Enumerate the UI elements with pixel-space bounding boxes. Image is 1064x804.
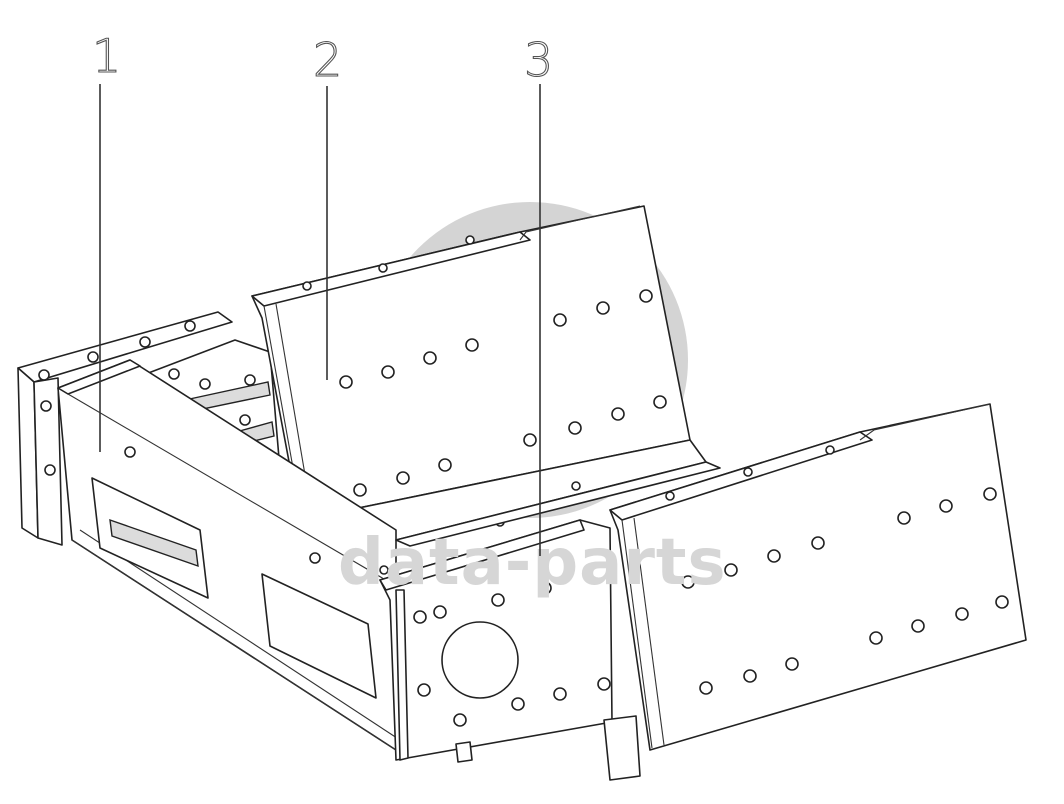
callout-label-3: 3 bbox=[524, 33, 553, 87]
callout-label-2: 2 bbox=[313, 33, 342, 87]
right-plate bbox=[603, 403, 1027, 781]
left-bracket bbox=[17, 311, 233, 546]
part-1-side-rail bbox=[57, 359, 401, 751]
callout-label-1: 1 bbox=[92, 29, 121, 83]
part-3-front-plate bbox=[379, 461, 721, 763]
leader-lines bbox=[99, 84, 541, 556]
part-2-rear-plate bbox=[251, 205, 707, 541]
watermark-text: data-parts bbox=[338, 526, 727, 600]
